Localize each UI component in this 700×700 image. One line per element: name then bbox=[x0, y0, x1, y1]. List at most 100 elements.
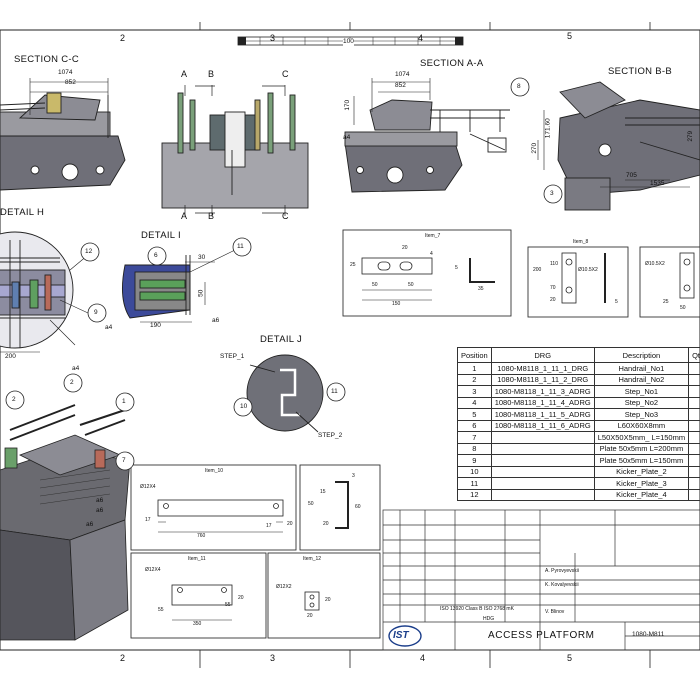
aa-dim-1074: 1074 bbox=[395, 71, 410, 78]
title-block-grid bbox=[382, 509, 700, 651]
item-10-dim-20: 20 bbox=[287, 521, 293, 527]
bom-pos: 5 bbox=[457, 408, 492, 421]
item-10-side-frame bbox=[299, 464, 381, 551]
detail-h-dim-200: 200 bbox=[5, 353, 16, 360]
title-block-name-1: A. Pyrovyevskii bbox=[545, 568, 579, 574]
section-bb-title: SECTION B-B bbox=[608, 66, 673, 77]
bom-drg bbox=[490, 442, 595, 455]
item-8b-frame bbox=[639, 246, 700, 318]
aa-dim-852: 852 bbox=[395, 82, 406, 89]
bom-qty bbox=[688, 408, 700, 421]
balloon-12: 12 bbox=[85, 248, 93, 255]
balloon-5: 6 bbox=[154, 252, 158, 259]
detail-i-dims bbox=[140, 249, 236, 323]
balloon-6: 7 bbox=[122, 457, 126, 464]
item-7-dim-150: 150 bbox=[392, 301, 401, 307]
detail-i-dim-190: 190 bbox=[150, 322, 161, 329]
detail-i-title: DETAIL I bbox=[141, 230, 181, 241]
item-11-drawing bbox=[171, 584, 233, 621]
bom-header-position: Position bbox=[457, 347, 492, 363]
item-10-dim-760: 760 bbox=[197, 533, 206, 539]
weld-a4-i: a4 bbox=[105, 324, 113, 331]
balloon-circles bbox=[5, 77, 563, 471]
detail-i-dim-30: 30 bbox=[198, 254, 206, 261]
zone-top-4: 4 bbox=[418, 33, 424, 43]
bom-pos: 6 bbox=[457, 419, 492, 432]
balloon-7: 8 bbox=[517, 83, 521, 90]
item-8-dim-110: 110 bbox=[550, 261, 558, 267]
item-8-dim-20: 20 bbox=[550, 297, 556, 303]
item-10-side-drawing bbox=[335, 481, 349, 529]
bom-desc: Handrail_No2 bbox=[593, 373, 690, 386]
bom-qty bbox=[688, 477, 700, 490]
cut-label-a-bottom: A bbox=[181, 211, 188, 221]
item-12-dim-hole: Ø12X2 bbox=[276, 584, 292, 590]
weld-a6-i: a6 bbox=[212, 317, 220, 324]
balloon-3: 3 bbox=[550, 190, 554, 197]
bb-dim-1535: 1535 bbox=[650, 180, 665, 187]
item-7-dim-20: 20 bbox=[402, 245, 408, 251]
bom-desc: Plate 50x5mm L=200mm bbox=[593, 442, 690, 455]
item-10-dim-50: 50 bbox=[308, 501, 314, 507]
bom-drg bbox=[490, 454, 595, 467]
aa-dim-170: 170 bbox=[344, 99, 352, 111]
bom-drg: 1080-M8118_1_11_4_ADRG bbox=[490, 396, 595, 409]
zone-ticks bbox=[199, 22, 651, 668]
item-10-dim-3: 3 bbox=[352, 473, 355, 479]
item-11-dim-20: 20 bbox=[238, 595, 244, 601]
item-12-dim-20a: 20 bbox=[325, 597, 331, 603]
item-10-frame bbox=[130, 464, 297, 551]
item-11-title: Item_11 bbox=[188, 556, 206, 562]
bom-pos: 11 bbox=[457, 477, 492, 490]
item-8-dim-200: 200 bbox=[533, 267, 542, 273]
bom-drg bbox=[490, 477, 595, 490]
bom-drg: 1080-M8118_1_11_6_ADRG bbox=[490, 419, 595, 432]
section-aa-title: SECTION A-A bbox=[420, 58, 484, 69]
zone-bottom-2: 2 bbox=[120, 653, 126, 663]
bom-qty bbox=[688, 373, 700, 386]
item-11-dim-350: 350 bbox=[193, 621, 202, 627]
bom-desc: L60X60X8mm bbox=[593, 419, 690, 432]
bom-qty bbox=[688, 442, 700, 455]
item-12-dim-20b: 20 bbox=[307, 613, 313, 619]
item-11-frame bbox=[130, 552, 267, 639]
item-11-dim-55a: 55 bbox=[158, 607, 164, 613]
item-8-frame bbox=[527, 246, 629, 318]
step-2-label: STEP_2 bbox=[318, 432, 343, 439]
weld-a6-iso-2: a6 bbox=[96, 507, 104, 514]
bom-drg: 1080-M8118_1_11_1_DRG bbox=[490, 362, 595, 375]
bom-qty bbox=[688, 385, 700, 398]
item-7-drawing bbox=[361, 257, 495, 301]
bom-qty bbox=[688, 419, 700, 432]
item-12-title: Item_12 bbox=[303, 556, 322, 562]
bom-desc: Step_No3 bbox=[593, 408, 690, 421]
step-1-label: STEP_1 bbox=[220, 353, 245, 360]
scale-bar-label: 100 bbox=[343, 38, 354, 46]
bom-qty bbox=[688, 488, 700, 501]
section-bb-view bbox=[557, 81, 700, 211]
cc-dim-852: 852 bbox=[65, 79, 76, 86]
bom-drg: 1080-M8118_1_11_5_ADRG bbox=[490, 408, 595, 421]
zone-bottom-4: 4 bbox=[420, 653, 426, 663]
bom-pos: 3 bbox=[457, 385, 492, 398]
item-7-dim-50a: 50 bbox=[372, 282, 378, 288]
section-aa-dims bbox=[353, 78, 431, 125]
item-8-drawing bbox=[561, 252, 606, 304]
isometric-view bbox=[0, 404, 131, 641]
front-view-cut-lines bbox=[184, 85, 286, 216]
detail-j-view bbox=[246, 354, 324, 433]
item-7-dim-50b: 50 bbox=[408, 282, 414, 288]
section-cc-dims bbox=[29, 78, 109, 115]
item-8-dim-70: 70 bbox=[550, 285, 556, 291]
weld-a4-aa: a4 bbox=[343, 134, 351, 141]
bom-pos: 12 bbox=[457, 488, 492, 501]
